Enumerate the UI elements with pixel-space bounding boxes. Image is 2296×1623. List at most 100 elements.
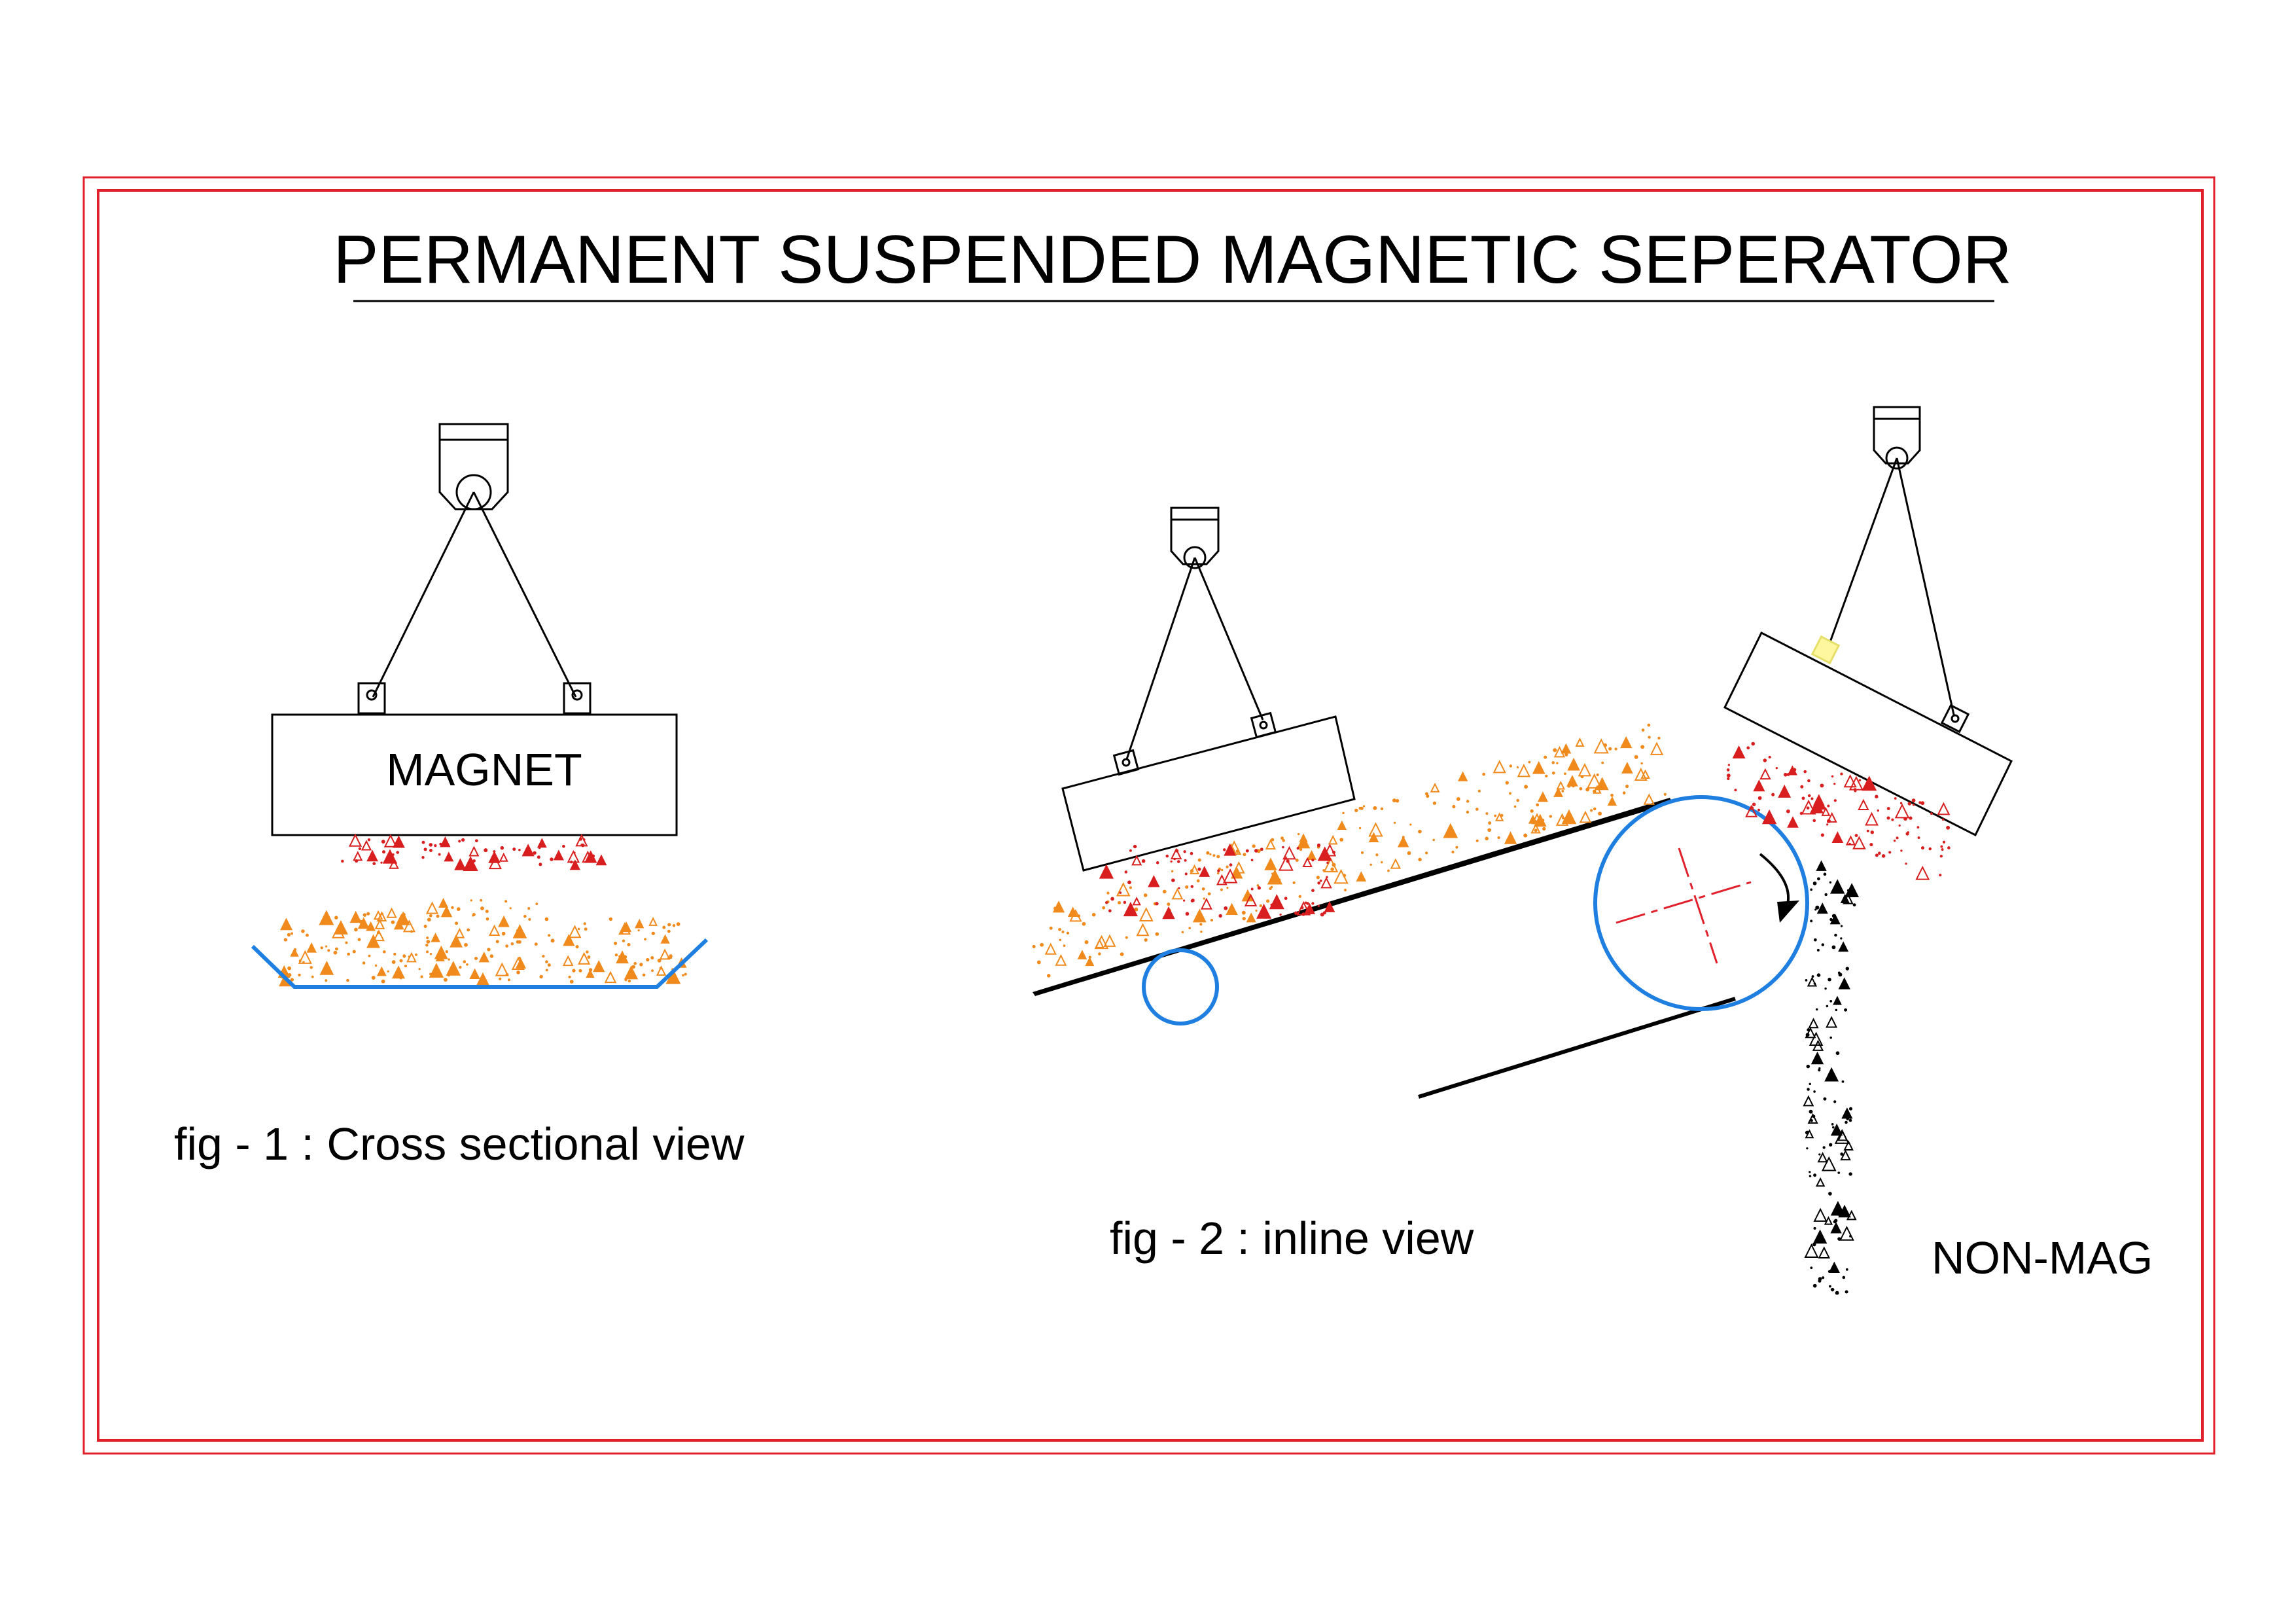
particle <box>1326 861 1329 865</box>
particle <box>1536 803 1540 807</box>
particle <box>1197 867 1201 871</box>
particle <box>1190 899 1194 902</box>
particle <box>325 979 328 982</box>
particle <box>627 979 631 983</box>
particle <box>1530 823 1541 834</box>
particle <box>512 847 516 851</box>
particle <box>1838 941 1849 952</box>
fig1-feed-material <box>277 897 687 987</box>
particle <box>1330 867 1334 871</box>
particle <box>1866 829 1869 832</box>
particle <box>672 923 676 927</box>
particle <box>1829 1036 1833 1039</box>
particle <box>1564 753 1568 757</box>
particle <box>391 960 396 964</box>
particle <box>1280 836 1284 840</box>
particle <box>415 953 417 956</box>
particle <box>1241 910 1246 915</box>
particle <box>1229 863 1233 866</box>
particle <box>575 945 579 949</box>
fig2-rotation-arrow-icon <box>1759 853 1799 923</box>
particle <box>1816 902 1828 914</box>
particle <box>1827 819 1831 823</box>
fig2-chains-right <box>1824 457 1955 715</box>
particle <box>1368 822 1383 837</box>
particle <box>1886 807 1890 810</box>
particle <box>1279 913 1282 916</box>
particle <box>489 924 501 936</box>
particle <box>1102 906 1106 910</box>
particle <box>454 858 467 870</box>
particle <box>501 931 506 936</box>
particle <box>1907 802 1912 806</box>
particle <box>604 971 617 984</box>
particle <box>1835 1008 1838 1012</box>
particle <box>1176 860 1180 863</box>
particle <box>1849 895 1852 897</box>
particle <box>445 950 448 954</box>
particle <box>1390 858 1402 869</box>
particle <box>1763 758 1767 762</box>
particle <box>1657 736 1661 740</box>
particle <box>509 907 512 910</box>
particle <box>1905 832 1909 836</box>
particle <box>495 940 499 944</box>
particle <box>1181 931 1184 934</box>
particle <box>1362 805 1366 808</box>
particle <box>426 936 429 940</box>
particle <box>1845 1120 1848 1124</box>
particle <box>486 917 489 921</box>
particle <box>1184 872 1188 876</box>
particle <box>1839 1226 1854 1241</box>
particle <box>1821 807 1831 816</box>
particle <box>346 978 349 982</box>
particle <box>341 859 344 863</box>
particle <box>1726 774 1731 777</box>
particle <box>583 922 586 925</box>
particle <box>504 900 508 903</box>
particle <box>1840 1152 1844 1156</box>
particle <box>408 955 410 958</box>
particle <box>623 955 627 959</box>
particle <box>1531 813 1543 825</box>
particle <box>1358 827 1362 830</box>
particle <box>1734 789 1737 792</box>
particle <box>1084 940 1089 944</box>
particle <box>463 960 467 963</box>
fig1-caption: fig - 1 : Cross sectional view <box>174 1118 745 1169</box>
particle <box>1844 1008 1848 1012</box>
particle <box>592 854 595 858</box>
particle <box>1598 812 1602 816</box>
fig1-lugs <box>357 682 592 715</box>
particle <box>1854 834 1858 838</box>
particle <box>1818 1153 1821 1156</box>
particle <box>1088 955 1091 959</box>
particle <box>1858 779 1862 781</box>
particle <box>1812 1283 1817 1288</box>
particle <box>298 950 312 964</box>
particle <box>1343 874 1347 878</box>
particle <box>651 931 655 935</box>
inner-border <box>97 189 2204 1442</box>
particle <box>1818 1069 1821 1072</box>
particle <box>518 956 521 959</box>
fig2-feed-material <box>1032 723 1667 978</box>
particle <box>468 846 480 857</box>
particle <box>472 859 476 863</box>
particle <box>1578 762 1592 777</box>
particle <box>1810 919 1813 923</box>
particle <box>1244 893 1258 907</box>
particle <box>651 969 654 972</box>
particle <box>1524 785 1528 789</box>
particle <box>1820 833 1825 837</box>
particle <box>1801 799 1816 815</box>
particle <box>456 907 461 912</box>
particle <box>436 914 440 918</box>
particle <box>1171 887 1184 900</box>
particle <box>1036 960 1041 965</box>
particle <box>1196 879 1200 883</box>
particle <box>301 929 305 933</box>
particle <box>1824 893 1828 897</box>
fig1-chains <box>372 491 577 698</box>
particle <box>1055 954 1067 966</box>
